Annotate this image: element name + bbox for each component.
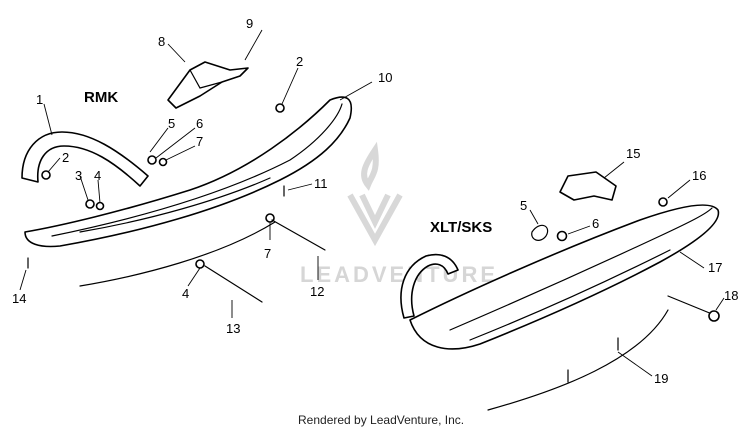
- callout-16: 16: [692, 168, 706, 183]
- callout-8: 8: [158, 34, 165, 49]
- ski-handle: [21, 131, 149, 187]
- callout-2-left-handle: 2: [62, 150, 69, 165]
- section-label-xlt-sks: XLT/SKS: [430, 219, 492, 236]
- callout-17: 17: [708, 260, 722, 275]
- callout-2-left-top: 2: [296, 54, 303, 69]
- callout-7-left-b: 7: [264, 246, 271, 261]
- callout-14: 14: [12, 291, 26, 306]
- xlt-saddle: [559, 171, 617, 201]
- rmk-washer-4: [95, 201, 105, 211]
- callout-5-right: 5: [520, 198, 527, 213]
- rmk-nut-top: [275, 103, 285, 113]
- rmk-washer-4b: [195, 259, 205, 269]
- callout-19: 19: [654, 371, 668, 386]
- callout-1: 1: [36, 92, 43, 107]
- rmk-leader-lines: [19, 29, 373, 318]
- rmk-saddle: [167, 61, 249, 109]
- callout-6-right: 6: [592, 216, 599, 231]
- callout-13: 13: [226, 321, 240, 336]
- section-label-rmk: RMK: [84, 89, 118, 106]
- watermark-logo: [347, 141, 403, 247]
- callout-4-left-a: 4: [94, 168, 101, 183]
- callout-10: 10: [378, 70, 392, 85]
- callout-15: 15: [626, 146, 640, 161]
- xlt-leader-lines: [529, 161, 725, 377]
- rmk-bolt-13: [204, 265, 263, 303]
- rmk-nut-3: [85, 199, 95, 209]
- footer-credit: Rendered by LeadVenture, Inc.: [298, 413, 464, 427]
- callout-11: 11: [314, 176, 328, 191]
- callout-18: 18: [724, 288, 738, 303]
- rmk-bolt-12: [271, 219, 326, 251]
- watermark-text: LEADVENTURE: [300, 262, 498, 287]
- callout-5-left: 5: [168, 116, 175, 131]
- rmk-wear-bar: [79, 221, 276, 287]
- xlt-wear-bar: [487, 309, 669, 411]
- rmk-nut-handle: [41, 170, 51, 180]
- xlt-ski-handle: [400, 253, 459, 319]
- rmk-washer-7: [158, 157, 168, 167]
- rmk-nut-6: [147, 155, 157, 165]
- xlt-nut-6: [556, 230, 568, 242]
- xlt-nut-16: [658, 197, 668, 207]
- xlt-pin-5: [531, 224, 549, 241]
- callout-9: 9: [246, 16, 253, 31]
- callout-4-left-b: 4: [182, 286, 189, 301]
- xlt-ski-body: [409, 204, 720, 350]
- callout-3: 3: [75, 168, 82, 183]
- xlt-bolt-18: [667, 295, 713, 315]
- callout-7-left-a: 7: [196, 134, 203, 149]
- rmk-ski-body: [24, 96, 352, 248]
- callout-12: 12: [310, 284, 324, 299]
- xlt-bolt-head-18: [708, 310, 720, 322]
- callout-6-left: 6: [196, 116, 203, 131]
